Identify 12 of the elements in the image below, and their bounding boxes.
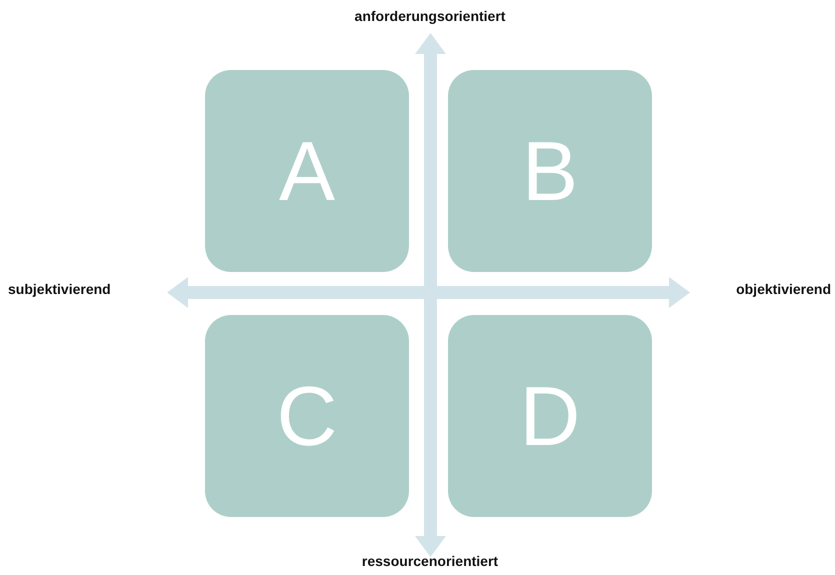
axis-label: subjektivierend bbox=[8, 281, 111, 297]
quadrant-box bbox=[448, 315, 652, 517]
quadrant-box bbox=[448, 70, 652, 272]
quadrant-letter: C bbox=[276, 374, 338, 458]
quadrant-box bbox=[205, 70, 409, 272]
axis-label: objektivierend bbox=[736, 281, 831, 297]
quadrant-letter: B bbox=[522, 129, 578, 213]
axis-label: anforderungsorientiert bbox=[354, 8, 506, 24]
quadrant-letter: D bbox=[520, 374, 580, 458]
axis-label: ressourcenorientiert bbox=[362, 553, 498, 569]
quadrant-letter: A bbox=[278, 129, 336, 213]
quadrant-box bbox=[205, 315, 409, 517]
